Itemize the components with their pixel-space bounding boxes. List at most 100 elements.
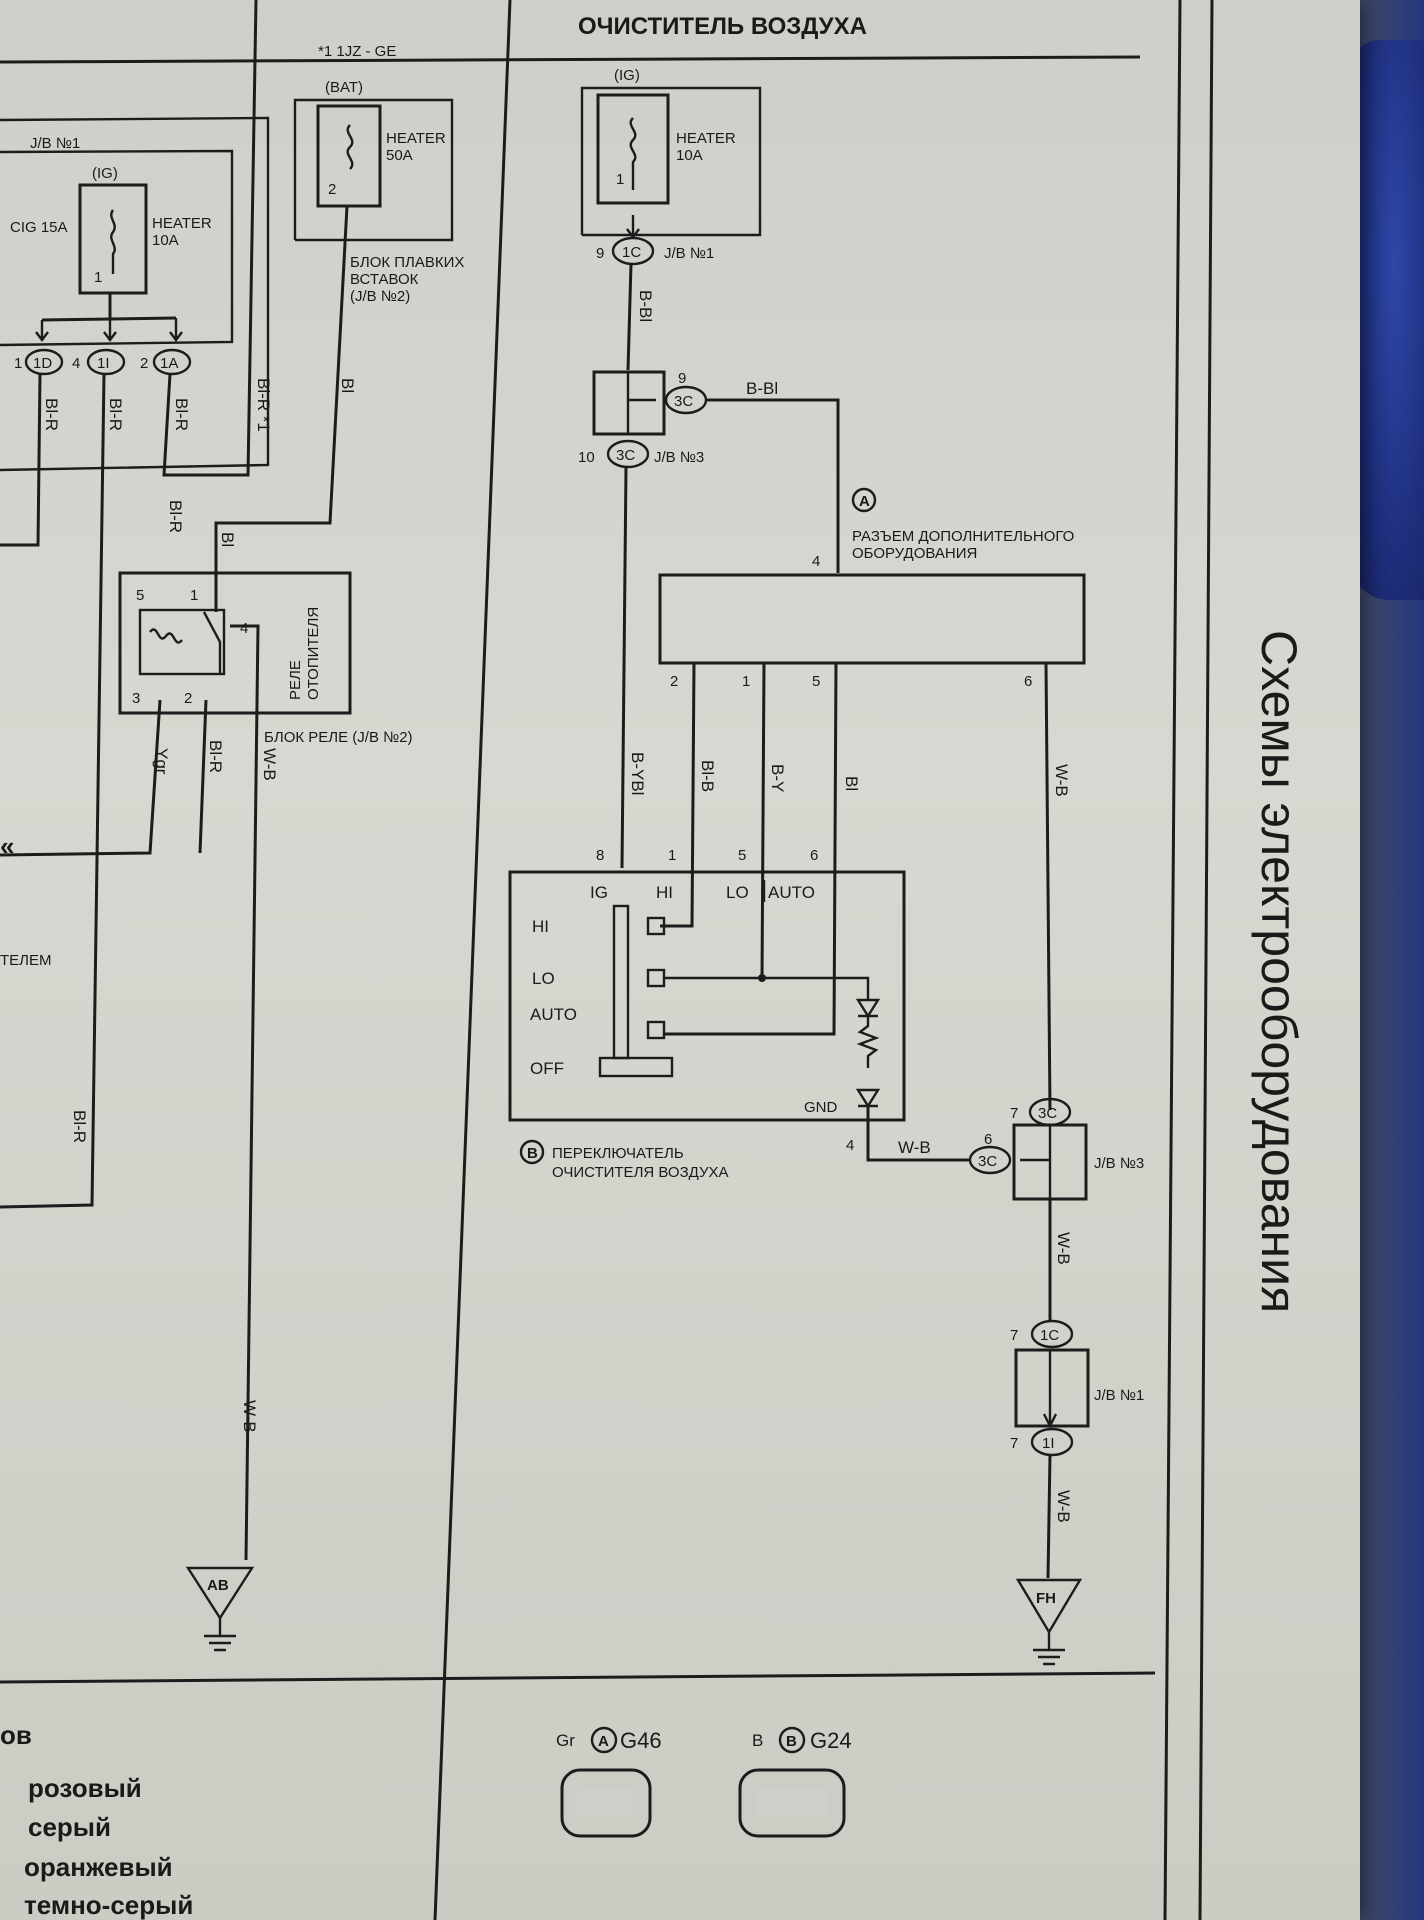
wire-label-bl-b: Bl-B (698, 760, 717, 792)
connector-g46-icon (560, 1768, 652, 1838)
jb1b-pin-bot: 7 (1010, 1435, 1018, 1452)
bottom-legend: ов розовый серый оранжевый темно-серый G… (0, 1720, 852, 1920)
switch-b-badge (519, 1139, 545, 1165)
heater50-pin: 2 (328, 181, 336, 198)
heater50-label-2: 50A (386, 147, 413, 164)
conn-1i-code: 1I (97, 355, 110, 372)
conn-1a-code: 1A (160, 355, 178, 372)
heater50-label-1: HEATER (386, 130, 446, 147)
jb1-inner-frame (0, 149, 234, 347)
ground-ab-symbol (185, 1566, 255, 1621)
conn-1i-pin: 4 (72, 355, 80, 372)
connector-1i (86, 348, 126, 376)
wire-label-bl-2: Bl (842, 776, 861, 791)
wire-b-bl-2 (706, 398, 840, 573)
wire-label-bl-r-low: Bl-R (70, 1110, 89, 1143)
term-ig: IG (590, 883, 608, 902)
wire-w-b-switch-ground (866, 1106, 970, 1162)
sw-pin-6: 6 (810, 847, 818, 864)
header-title: ОЧИСТИТЕЛЬ ВОЗДУХА (578, 13, 867, 40)
relay-coil-box (138, 608, 226, 676)
conn-a-pin-5: 5 (812, 673, 820, 690)
relay-pin-2: 2 (184, 690, 192, 707)
conn-a-pin-2: 2 (670, 673, 678, 690)
jb1b-label: J/B №1 (1094, 1387, 1144, 1404)
wire-label-bl-r-relay: Bl-R (166, 500, 185, 533)
wire-bl-right (664, 662, 838, 1036)
wire-label-bl-r: Bl-R (106, 398, 125, 431)
wire-label-ygr: Ygr (152, 748, 171, 775)
jb3-label: J/B №3 (654, 449, 704, 466)
cig-fuse-label: CIG 15A (10, 219, 68, 236)
wire-b-ybl (620, 466, 628, 869)
wire-label-bl-r: Bl-R (172, 398, 191, 431)
connector-3c-bottom (606, 439, 650, 469)
wire-label-bl: Bl (338, 378, 357, 393)
ground-fh-symbol (1015, 1578, 1083, 1635)
wire-label-bl-r-3: Bl-R (206, 740, 225, 773)
manual-page (0, 0, 1360, 1920)
jb3-junction-icon (626, 372, 656, 434)
connector-1c-top (611, 236, 655, 266)
relay-block (118, 571, 352, 715)
conn-1c-code: 1C (622, 244, 641, 261)
jb3-pin-10: 10 (578, 449, 595, 466)
diode-icon-2 (855, 1088, 881, 1109)
ground-icon (204, 1618, 236, 1652)
wire-b-bl-1 (626, 263, 633, 371)
diode-icon (855, 998, 881, 1019)
heater50-fuse-box (316, 104, 382, 208)
wire-label-b-ybl: B-YBl (628, 752, 647, 795)
connector-a-letter: A (859, 493, 870, 510)
arrow-icon (35, 320, 49, 342)
wire-bl-feed (214, 205, 349, 612)
wire-w-b-ground (230, 624, 260, 1561)
wire-label-b-bl: B-Bl (636, 290, 655, 322)
arrow-icon (1042, 1350, 1058, 1429)
blue-cloth (1350, 40, 1424, 600)
air-cleaner-switch (508, 870, 906, 1122)
conn-a-pin-4: 4 (812, 553, 820, 570)
sw-pin-1: 1 (668, 847, 676, 864)
fusible-block-label-1: БЛОК ПЛАВКИХ (350, 254, 464, 271)
heater10-label-2: 10A (676, 147, 703, 164)
term-hi: HI (656, 883, 673, 902)
relay-pin-1: 1 (190, 587, 198, 604)
switch-label-2: ОЧИСТИТЕЛЯ ВОЗДУХА (552, 1164, 729, 1181)
ground-fh-label: FH (1036, 1590, 1056, 1607)
heater-fuse-pin: 1 (94, 269, 102, 286)
jb3-pin-9: 9 (678, 370, 686, 387)
wire-label-w-b-low: W-B (240, 1400, 259, 1433)
heater10-fuse-box (596, 93, 670, 205)
jb3-junction-icon-2 (1020, 1125, 1052, 1199)
conn-a-legend-badge (590, 1726, 618, 1754)
sw-pin-4: 4 (846, 1137, 854, 1154)
hi-contact (646, 916, 666, 936)
lo-wire-internal (664, 976, 870, 1000)
heater10-pin: 1 (616, 171, 624, 188)
conn-3c-code-2: 3C (616, 447, 635, 464)
connector-a-badge (851, 487, 877, 513)
relay-pin-4: 4 (240, 620, 248, 637)
wire-b-y (760, 662, 766, 981)
fuse-symbol-icon (629, 117, 637, 190)
ig-label: (IG) (92, 165, 118, 182)
pos-lo: LO (532, 969, 555, 988)
wire-bl-r-1 (0, 373, 42, 547)
conn-a-legend-code: G46 (620, 1728, 662, 1753)
heater-fuse-box (78, 183, 148, 295)
color-orange: оранжевый (24, 1852, 173, 1882)
conn-a-color: Gr (556, 1731, 575, 1750)
conn-1a-pin: 2 (140, 355, 148, 372)
jb3b-label: J/B №3 (1094, 1155, 1144, 1172)
connector-3c-side (968, 1145, 1012, 1175)
side-title: Схемы электрооборудования (1251, 630, 1307, 1313)
conn-3c-code: 3C (674, 393, 693, 410)
connector-a-label-2: ОБОРУДОВАНИЯ (852, 545, 977, 562)
wire-label-bl-r: Bl-R (42, 398, 61, 431)
pos-off: OFF (530, 1059, 564, 1078)
arrow-icon (103, 320, 117, 342)
jb1-label: J/B №1 (30, 135, 80, 152)
conn-1d-code: 1D (33, 355, 52, 372)
wire-w-b-right (1044, 662, 1052, 1111)
